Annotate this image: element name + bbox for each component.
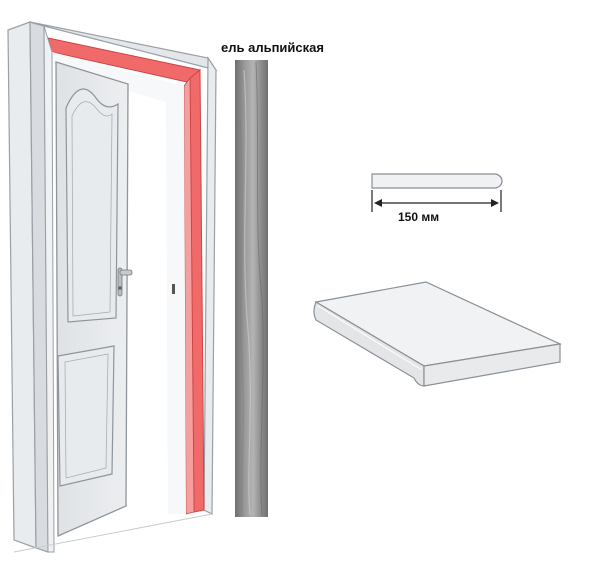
board-highlight [317, 305, 423, 371]
wood-grain-2 [255, 61, 264, 516]
board-3d [313, 281, 563, 387]
lower-panel-inset [64, 353, 109, 479]
dim-arrow-right [491, 199, 499, 207]
board-profile [371, 173, 503, 189]
door-handle [119, 269, 133, 276]
wood-species-label: ель альпийская [221, 40, 324, 55]
width-dimension-label: 150 мм [398, 210, 440, 224]
board-front-edge [313, 301, 425, 387]
keyhole [118, 286, 122, 290]
strike-plate [172, 284, 175, 294]
door-frame [7, 21, 218, 553]
upper-arched-panel [65, 88, 119, 323]
wood-sample [235, 60, 268, 517]
floor-line [13, 513, 213, 553]
dim-arrow-left [374, 199, 382, 207]
board-side-edge [423, 343, 561, 387]
right-casing [203, 56, 217, 515]
wood-grain-3 [239, 119, 244, 516]
left-jamb [43, 25, 55, 553]
door-leaf [55, 61, 133, 537]
wood-swatch [235, 60, 268, 517]
lower-panel [57, 345, 115, 487]
profile-section [371, 173, 503, 212]
wood-grain-1 [243, 69, 251, 516]
upper-panel-inset [71, 101, 113, 317]
door-opening [52, 52, 186, 514]
